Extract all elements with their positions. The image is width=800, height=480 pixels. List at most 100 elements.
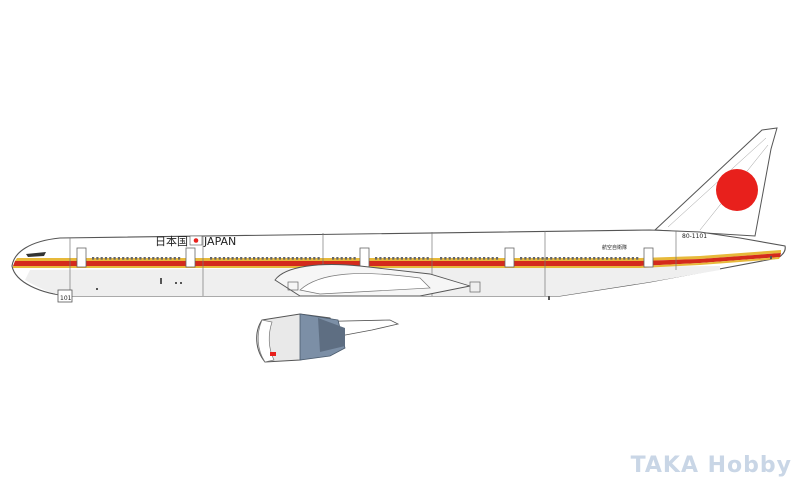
cabin-window	[483, 257, 486, 260]
cabin-window	[240, 257, 243, 260]
cabin-window	[261, 257, 264, 260]
cabin-window	[487, 257, 490, 260]
watermark: TAKA Hobby	[630, 453, 792, 478]
cabin-window	[218, 257, 221, 260]
cabin-window	[375, 257, 378, 260]
cheatline	[13, 253, 781, 266]
cabin-window	[461, 257, 464, 260]
cabin-window	[532, 257, 536, 260]
cabin-window	[304, 257, 307, 260]
cabin-window	[235, 257, 238, 260]
cabin-window	[567, 257, 570, 260]
cabin-window	[584, 257, 587, 260]
cabin-window	[580, 257, 583, 260]
wing	[274, 264, 481, 297]
cabin-window	[440, 257, 443, 260]
cabin-window	[278, 257, 281, 260]
cabin-window	[627, 257, 630, 260]
service-name: 航空自衛隊	[602, 244, 627, 251]
cabin-window	[614, 257, 617, 260]
cabin-window	[593, 257, 596, 260]
cabin-window	[400, 257, 403, 260]
cabin-window	[300, 257, 303, 260]
cabin-window	[558, 257, 561, 260]
fuselage-titles: 日本国 JAPAN 航空自衛隊 80-1101 101	[60, 233, 707, 302]
title-kanji: 日本国	[155, 234, 188, 248]
cabin-window	[422, 257, 425, 260]
nose-gear-number: 101	[60, 295, 72, 302]
cabin-window	[222, 257, 226, 260]
cockpit-windows	[26, 252, 46, 257]
cabin-window	[636, 257, 639, 260]
cabin-window	[545, 257, 548, 260]
cabin-window	[283, 257, 286, 260]
cabin-window	[520, 257, 523, 260]
cabin-window	[296, 257, 299, 260]
tail-fin	[653, 127, 778, 237]
nose-gear	[57, 289, 73, 303]
cabin-window	[178, 257, 181, 260]
cabin-window	[478, 257, 481, 260]
cabin-window	[618, 257, 622, 260]
cabin-window	[152, 257, 155, 260]
cabin-window	[575, 257, 579, 260]
cabin-window	[332, 257, 335, 260]
cabin-window	[139, 257, 142, 260]
cabin-window	[588, 257, 591, 260]
cabin-window	[405, 257, 408, 260]
cabin-window	[109, 257, 112, 260]
cabin-window	[104, 257, 108, 260]
cabin-window	[227, 257, 230, 260]
cabin-window	[248, 257, 251, 260]
cabin-window	[173, 257, 176, 260]
cabin-window	[274, 257, 277, 260]
cabin-window	[631, 257, 634, 260]
cabin-window	[554, 257, 557, 260]
cabin-window	[426, 257, 429, 260]
cabin-window	[96, 257, 99, 260]
cabin-window	[117, 257, 120, 260]
cabin-window	[349, 257, 352, 260]
cabin-window	[409, 257, 412, 260]
cabin-window	[353, 257, 356, 260]
registration: 80-1101	[682, 233, 707, 240]
hinomaru-roundel	[716, 169, 758, 211]
cabin-window	[92, 257, 95, 260]
cabin-window	[448, 257, 451, 260]
cabin-window	[135, 257, 138, 260]
cabin-window	[392, 257, 395, 260]
cabin-window	[610, 257, 613, 260]
cabin-window	[257, 257, 260, 260]
cabin-window	[270, 257, 273, 260]
cabin-window	[156, 257, 159, 260]
cabin-window	[143, 257, 146, 260]
cabin-window	[444, 257, 447, 260]
cabin-window	[474, 257, 477, 260]
cabin-window	[160, 257, 163, 260]
cabin-window	[418, 257, 421, 260]
engine	[256, 313, 400, 363]
cabin-window	[563, 257, 566, 260]
cabin-window	[601, 257, 604, 260]
cabin-window	[571, 257, 574, 260]
cabin-window	[317, 257, 320, 260]
cabin-window	[130, 257, 133, 260]
cabin-window	[452, 257, 456, 260]
cabin-window	[122, 257, 125, 260]
cabin-window	[387, 257, 391, 260]
cabin-window	[308, 257, 312, 260]
cabin-window	[606, 257, 609, 260]
cabin-window	[344, 257, 348, 260]
cabin-window	[244, 257, 247, 260]
cabin-window	[169, 257, 172, 260]
cabin-window	[313, 257, 316, 260]
cabin-window	[541, 257, 544, 260]
cabin-windows	[92, 257, 639, 260]
cabin-window	[537, 257, 540, 260]
cabin-window	[126, 257, 129, 260]
cabin-window	[396, 257, 399, 260]
cabin-window	[147, 257, 151, 260]
cabin-window	[231, 257, 234, 260]
cabin-window	[287, 257, 290, 260]
